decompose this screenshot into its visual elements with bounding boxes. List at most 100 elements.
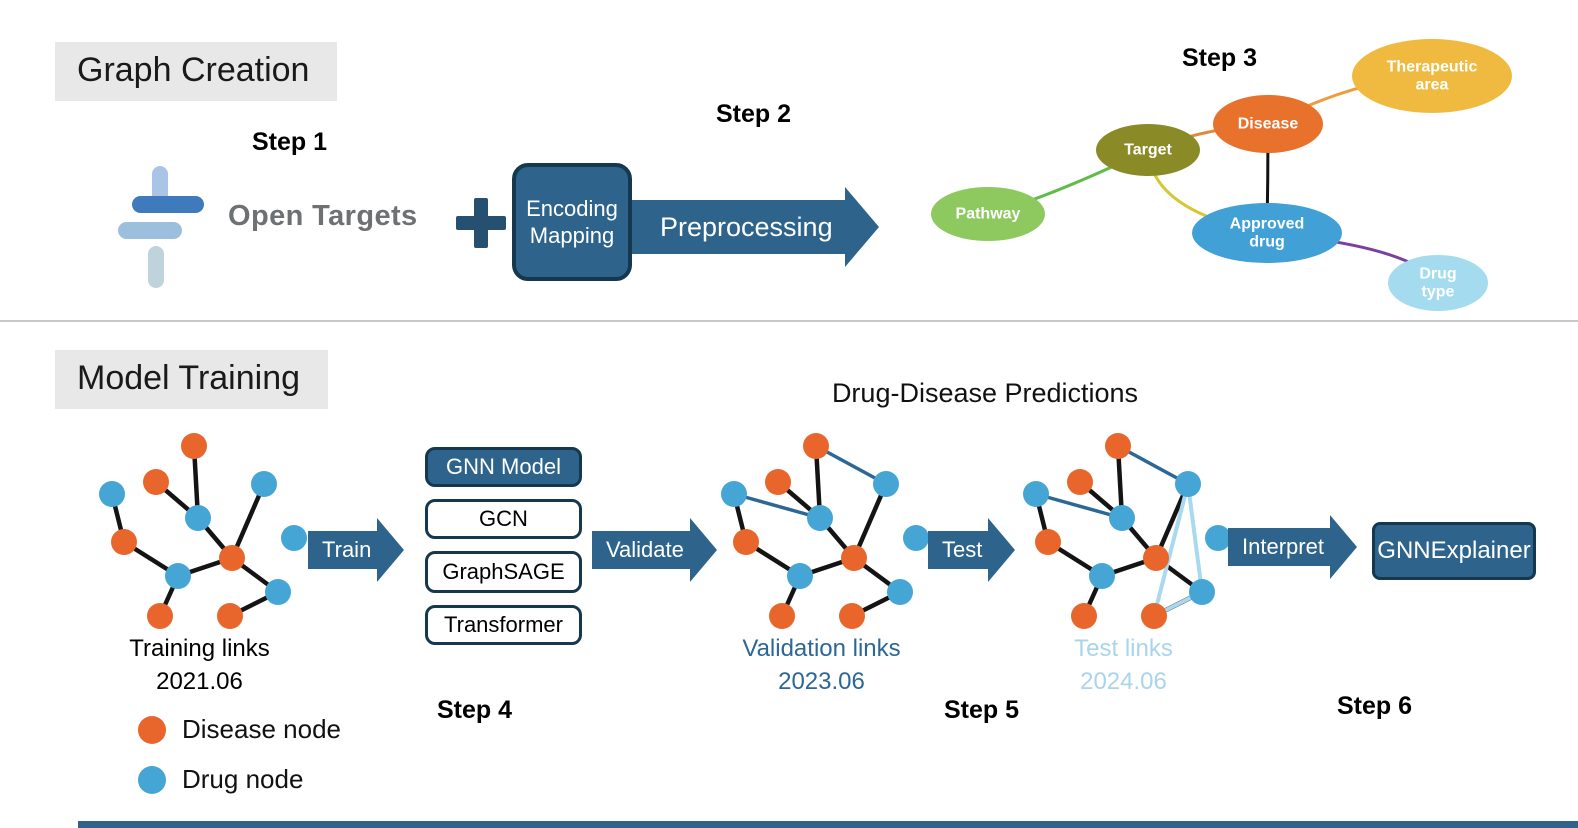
validation-caption: Validation links 2023.06 — [684, 632, 959, 698]
interpret-arrow-label: Interpret — [1228, 528, 1330, 566]
kg-node-therapeutic-area — [1352, 39, 1512, 113]
bottom-border-strip — [78, 821, 1578, 828]
disease-node — [217, 603, 243, 629]
gnn-model-box: GNN Model — [425, 447, 582, 487]
encoding-mapping-box: Encoding Mapping — [512, 163, 632, 281]
gnnexplainer-box: GNNExplainer — [1372, 522, 1536, 580]
test-caption-line1: Test links — [1074, 635, 1173, 662]
test-caption-line2: 2024.06 — [1080, 668, 1167, 695]
validation-caption-line2: 2023.06 — [778, 668, 865, 695]
kg-node-label: Target — [1124, 142, 1172, 159]
network-edge — [1186, 482, 1204, 594]
test-arrow-head-icon — [988, 518, 1016, 582]
disease-node-swatch — [138, 715, 166, 744]
disease-node — [219, 545, 245, 571]
transformer-box: Transformer — [425, 605, 582, 645]
drug-node — [265, 579, 291, 605]
disease-node — [769, 603, 795, 629]
open-targets-logo — [118, 166, 218, 288]
drug-node — [1189, 579, 1215, 605]
step4-label: Step 4 — [437, 696, 513, 724]
predictions-title: Drug-Disease Predictions — [831, 378, 1139, 408]
drug-node — [165, 563, 191, 589]
disease-node — [1143, 545, 1169, 571]
step2-label: Step 2 — [716, 100, 792, 128]
gcn-box: GCN — [425, 499, 582, 539]
logo-bar-mid-icon — [132, 196, 204, 213]
legend-disease-row: Disease node — [138, 714, 341, 745]
test-caption: Test links 2024.06 — [986, 632, 1261, 698]
disease-node-label: Disease node — [182, 714, 341, 744]
drug-node — [887, 579, 913, 605]
disease-node — [1035, 529, 1061, 555]
network-edge — [1034, 492, 1124, 520]
interpret-arrow: Interpret — [1228, 515, 1357, 579]
network-edge — [229, 481, 267, 561]
network-edge — [851, 481, 889, 561]
graph-creation-header: Graph Creation — [55, 42, 338, 101]
legend-drug-row: Drug node — [138, 764, 303, 795]
disease-node — [1105, 433, 1131, 459]
disease-node — [765, 469, 791, 495]
kg-node-disease — [1213, 95, 1323, 153]
preprocessing-arrow-label: Preprocessing — [632, 200, 845, 254]
network-edge — [1152, 482, 1190, 618]
disease-node — [143, 469, 169, 495]
validation-network — [721, 433, 929, 629]
drug-node — [99, 481, 125, 507]
logo-bar-lower-icon — [118, 222, 182, 239]
drug-node — [873, 471, 899, 497]
kg-node-approved-drug — [1192, 203, 1342, 263]
disease-node — [1071, 603, 1097, 629]
network-edge — [814, 444, 888, 486]
disease-node — [733, 529, 759, 555]
plus-icon — [456, 198, 506, 248]
validate-arrow-label: Validate — [592, 531, 690, 569]
kg-node-pathway — [931, 187, 1045, 241]
drug-node — [721, 481, 747, 507]
test-arrow-label: Test — [928, 531, 989, 569]
drug-node-label: Drug node — [182, 764, 304, 794]
drug-node — [1109, 505, 1135, 531]
step6-label: Step 6 — [1337, 692, 1413, 720]
drug-node — [185, 505, 211, 531]
network-edge — [732, 492, 822, 520]
training-caption-line2: 2021.06 — [156, 668, 243, 695]
kg-node-label: area — [1416, 77, 1449, 94]
disease-node — [803, 433, 829, 459]
logo-bar-bottom-icon — [148, 246, 164, 288]
disease-node — [147, 603, 173, 629]
disease-node — [181, 433, 207, 459]
kg-node-label: Drug — [1419, 266, 1456, 283]
preprocessing-arrow-head-icon — [844, 187, 879, 267]
kg-node-label: Disease — [1238, 116, 1299, 133]
step3-label: Step 3 — [1182, 44, 1258, 72]
disease-node — [111, 529, 137, 555]
train-arrow-head-icon — [377, 518, 405, 582]
drug-node — [251, 471, 277, 497]
drug-node — [807, 505, 833, 531]
validation-caption-line1: Validation links — [742, 635, 901, 662]
train-arrow-label: Train — [308, 531, 378, 569]
step1-label: Step 1 — [252, 128, 328, 156]
network-edge — [1153, 481, 1191, 561]
network-edge — [1116, 444, 1190, 486]
model-training-header: Model Training — [55, 350, 329, 409]
step5-label: Step 5 — [944, 696, 1020, 724]
disease-node — [1141, 603, 1167, 629]
disease-node — [1067, 469, 1093, 495]
test-arrow: Test — [928, 518, 1016, 582]
validate-arrow-head-icon — [689, 518, 717, 582]
graphsage-box: GraphSAGE — [425, 551, 582, 593]
training-caption-line1: Training links — [129, 635, 270, 662]
kg-node-label: Approved — [1230, 216, 1305, 233]
drug-node — [903, 525, 929, 551]
kg-node-label: Pathway — [956, 206, 1021, 223]
drug-node — [281, 525, 307, 551]
preprocessing-arrow: Preprocessing — [632, 187, 879, 267]
kg-node-label: type — [1422, 284, 1455, 301]
drug-node — [1089, 563, 1115, 589]
drug-node — [787, 563, 813, 589]
kg-node-drug-type — [1388, 255, 1488, 311]
encoding-mapping-label: Encoding Mapping — [526, 195, 618, 249]
